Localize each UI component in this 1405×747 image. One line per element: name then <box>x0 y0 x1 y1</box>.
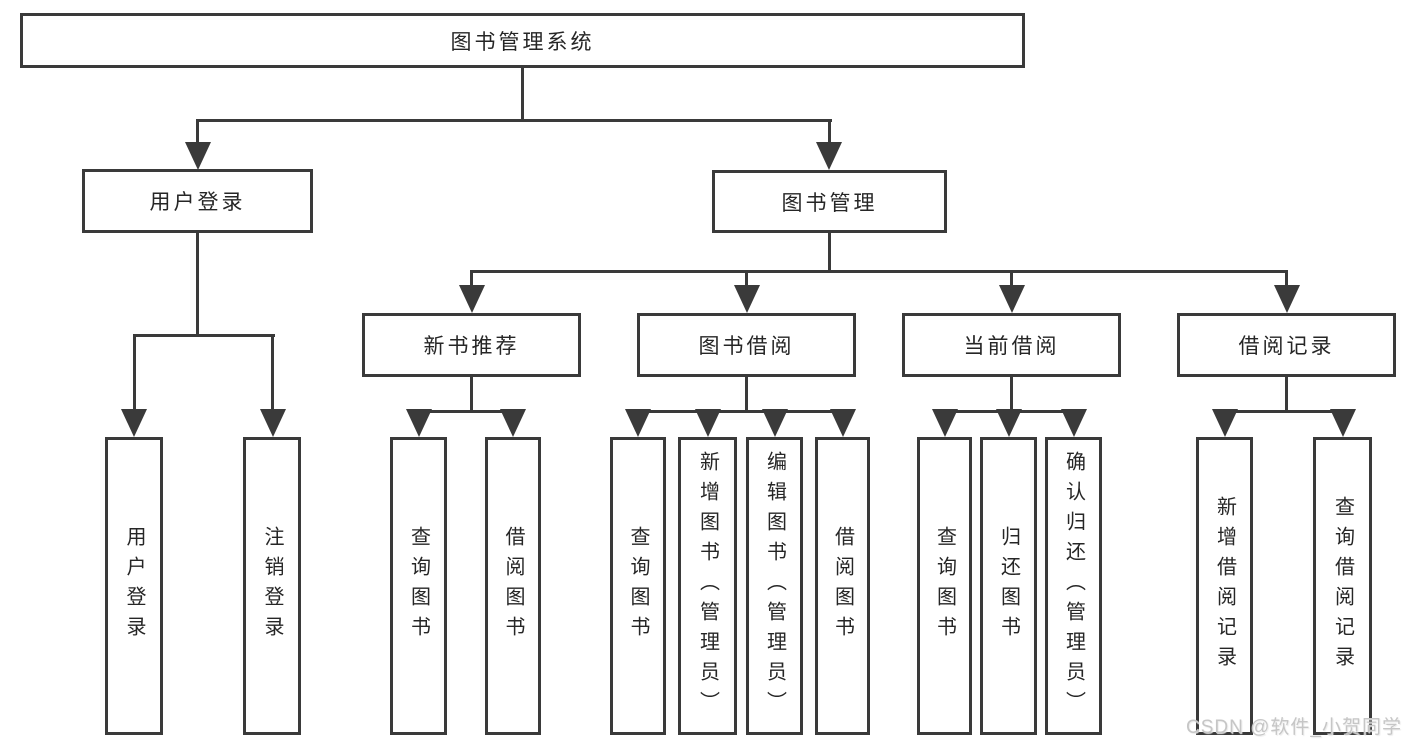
connector-line <box>827 233 831 272</box>
connector-line <box>470 269 1288 273</box>
watermark: CSDN @软件_小贺同学 <box>1186 717 1402 738</box>
arrow-down-icon <box>121 409 147 437</box>
node-label: 图书管理 <box>781 191 878 215</box>
connector-line <box>470 377 473 412</box>
leaf-logout: 注销登录 <box>243 437 301 735</box>
node-book-borrowing: 图书借阅 <box>637 313 856 377</box>
node-current-borrowing: 当前借阅 <box>902 313 1121 377</box>
leaf-label: 查询借阅记录 <box>1331 496 1354 676</box>
arrow-down-icon <box>1273 285 1300 313</box>
leaf-borrow-books-recommend: 借阅图书 <box>485 437 541 735</box>
leaf-edit-books-admin: 编辑图书（管理员） <box>746 437 803 735</box>
connector-line <box>196 118 832 122</box>
leaf-label: 确认归还（管理员） <box>1062 451 1085 721</box>
leaf-label: 查询图书 <box>627 526 649 646</box>
leaf-label: 查询图书 <box>407 526 430 646</box>
leaf-add-books-admin: 新增图书（管理员） <box>678 437 737 735</box>
node-book-management: 图书管理 <box>712 170 947 233</box>
arrow-down-icon <box>405 409 432 437</box>
leaf-label: 新增图书（管理员） <box>696 451 719 721</box>
arrow-down-icon <box>184 142 211 170</box>
leaf-label: 用户登录 <box>123 526 145 646</box>
arrow-down-icon <box>500 409 526 437</box>
connector-line <box>132 333 275 337</box>
arrow-down-icon <box>998 285 1025 313</box>
connector-line <box>132 335 136 412</box>
arrow-down-icon <box>625 409 651 437</box>
node-label: 当前借阅 <box>963 335 1060 358</box>
arrow-down-icon <box>694 409 721 437</box>
leaf-label: 编辑图书（管理员） <box>763 451 786 721</box>
arrow-down-icon <box>931 409 958 437</box>
node-library-management-system: 图书管理系统 <box>20 13 1025 68</box>
leaf-query-books-recommend: 查询图书 <box>390 437 447 735</box>
leaf-label: 查询图书 <box>933 526 956 646</box>
connector-line <box>520 68 524 121</box>
leaf-add-borrow-record: 新增借阅记录 <box>1196 437 1253 735</box>
node-label: 图书借阅 <box>698 335 795 358</box>
node-label: 新书推荐 <box>423 335 520 358</box>
connector-line <box>1010 377 1013 412</box>
connector-line <box>271 335 274 412</box>
connector-line <box>196 120 199 146</box>
connector-line <box>636 409 845 413</box>
connector-line <box>196 233 199 336</box>
leaf-confirm-return-admin: 确认归还（管理员） <box>1045 437 1102 735</box>
connector-line <box>470 271 473 288</box>
node-label: 图书管理系统 <box>450 30 595 54</box>
leaf-label: 归还图书 <box>997 526 1020 646</box>
node-borrowing-records: 借阅记录 <box>1177 313 1396 377</box>
connector-line <box>745 271 748 288</box>
connector-line <box>1010 271 1013 288</box>
connector-line <box>745 377 748 412</box>
arrow-down-icon <box>761 409 788 437</box>
arrow-down-icon <box>829 409 856 437</box>
arrow-down-icon <box>1329 409 1356 437</box>
connector-line <box>1223 409 1344 413</box>
leaf-query-books-current: 查询图书 <box>917 437 972 735</box>
node-label: 用户登录 <box>149 191 246 214</box>
leaf-label: 注销登录 <box>261 526 283 646</box>
connector-line <box>827 120 831 146</box>
arrow-down-icon <box>995 409 1022 437</box>
leaf-query-books-borrowing: 查询图书 <box>610 437 666 735</box>
node-new-book-recommend: 新书推荐 <box>362 313 581 377</box>
connector-line <box>417 409 516 413</box>
leaf-user-login: 用户登录 <box>105 437 163 735</box>
node-user-login: 用户登录 <box>82 169 313 233</box>
arrow-down-icon <box>259 409 286 437</box>
connector-line <box>1285 271 1288 288</box>
leaf-label: 借阅图书 <box>502 526 524 646</box>
arrow-down-icon <box>1211 409 1238 437</box>
leaf-label: 借阅图书 <box>831 526 854 646</box>
arrow-down-icon <box>1060 409 1087 437</box>
leaf-label: 新增借阅记录 <box>1213 496 1236 676</box>
arrow-down-icon <box>458 285 485 313</box>
connector-line <box>1285 377 1288 412</box>
node-label: 借阅记录 <box>1238 335 1335 358</box>
leaf-borrow-books: 借阅图书 <box>815 437 870 735</box>
arrow-down-icon <box>816 142 842 170</box>
leaf-query-borrow-record: 查询借阅记录 <box>1313 437 1372 735</box>
leaf-return-books: 归还图书 <box>980 437 1037 735</box>
arrow-down-icon <box>733 285 760 313</box>
